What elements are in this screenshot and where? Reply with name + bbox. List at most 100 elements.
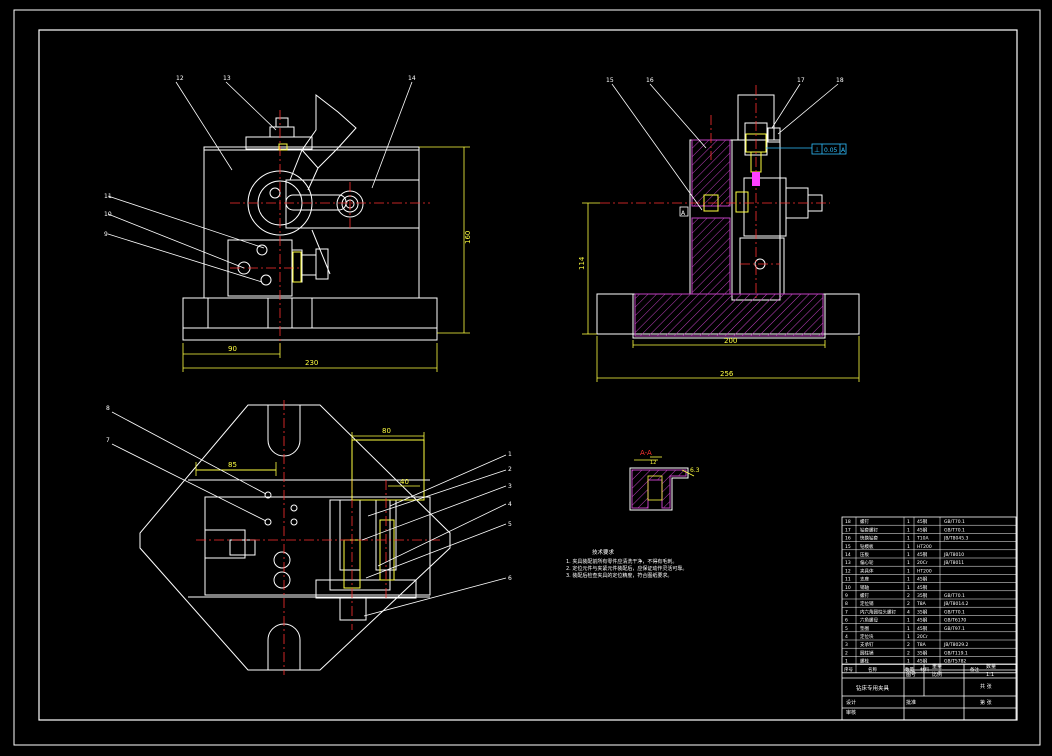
parts-row-standard: GB/T70.1 (944, 609, 965, 615)
balloon-5: 5 (508, 521, 512, 528)
parts-row-qty: 1 (907, 634, 910, 640)
parts-row-qty: 1 (907, 552, 910, 558)
parts-row-qty: 2 (907, 593, 910, 599)
dim-side-inner: 200 (724, 337, 737, 345)
tech-notes-title: 技术要求 (592, 548, 615, 556)
balloon-9: 9 (104, 231, 108, 238)
parts-row-name: 定位块 (860, 633, 874, 640)
side-center-lines (600, 85, 830, 300)
parts-row-no: 5 (845, 626, 848, 632)
parts-row-standard: JB/T8011 (943, 560, 964, 566)
parts-row-qty: 1 (907, 544, 910, 550)
balloon-2: 2 (508, 466, 512, 473)
dim-front-height: 160 (464, 231, 472, 244)
parts-row-name: 钻套螺钉 (860, 526, 878, 533)
parts-row-no: 18 (845, 519, 851, 525)
parts-row-name: 夹具体 (860, 567, 874, 574)
title-check: 审核 (846, 709, 856, 716)
dim-section-gap: 12 (650, 460, 656, 466)
datum-letter: A (681, 210, 686, 217)
parts-row-no: 15 (845, 544, 851, 550)
balloon-10: 10 (104, 211, 112, 218)
roughness-leader (681, 469, 695, 477)
parts-row-material: 35钢 (917, 649, 928, 656)
parts-row-standard: GB/T6170 (944, 618, 966, 624)
title-scale-label: 比例 (932, 671, 942, 678)
title-drawing-name: 钻床专用夹具 (856, 684, 890, 692)
dim-side-height: 114 (578, 256, 586, 270)
parts-row-material: T8A (916, 601, 927, 607)
parts-row-material: 45钢 (917, 551, 928, 558)
parts-row-name: 快换钻套 (860, 535, 878, 542)
parts-header-name: 名称 (868, 666, 877, 673)
title-weight: 重量 (932, 663, 942, 670)
title-block (841, 663, 1017, 721)
parts-row-no: 10 (845, 585, 851, 591)
outer-border (13, 9, 1041, 746)
balloon-3: 3 (508, 483, 512, 490)
parts-row-name: 定位销 (860, 600, 874, 607)
parts-row-no: 17 (845, 527, 851, 533)
tech-note-1: 1. 夹具装配前所有零件应清洗干净，不得有毛刺。 (566, 558, 677, 565)
balloon-16: 16 (646, 77, 654, 84)
parts-row-qty: 1 (907, 568, 910, 574)
parts-row-qty: 1 (907, 519, 910, 525)
parts-row-standard: GB/T5782 (944, 659, 966, 665)
title-sheet-no: 第 张 (980, 699, 992, 706)
parts-row-qty: 1 (907, 659, 910, 665)
balloon-6: 6 (508, 575, 512, 582)
parts-row-standard: GB/T70.1 (944, 519, 965, 525)
parts-row-no: 13 (845, 560, 851, 566)
balloon-18: 18 (836, 77, 844, 84)
parts-row-name: 内六角圆柱头螺钉 (860, 608, 896, 615)
parts-header-material: 材料 (920, 666, 929, 673)
parts-row-qty: 1 (907, 626, 910, 632)
parts-row-qty: 2 (907, 601, 910, 607)
dim-plan-top: 80 (382, 427, 391, 435)
side-hatch (634, 139, 824, 337)
parts-row-qty: 2 (907, 650, 910, 656)
balloon-7: 7 (106, 437, 110, 444)
parts-row-material: 45钢 (917, 576, 928, 583)
tolerance-value: 0.05 (824, 147, 838, 154)
parts-row-material: T8A (916, 642, 927, 648)
dim-side-width: 256 (720, 370, 734, 378)
parts-row-name: 圆柱销 (860, 649, 874, 656)
dim-front-width: 230 (305, 359, 318, 367)
parts-row-qty: 1 (907, 618, 910, 624)
parts-row-standard: JB/T8045.3 (943, 536, 969, 542)
parts-row-no: 16 (845, 536, 851, 542)
parts-row-standard: JB/T8014.2 (943, 601, 969, 607)
plan-dimensions (195, 432, 425, 500)
parts-row-no: 14 (845, 552, 851, 558)
section-view (634, 456, 662, 461)
parts-row-material: 45钢 (917, 584, 928, 591)
title-total-sheets: 共 张 (980, 683, 992, 690)
parts-row-qty: 1 (907, 560, 910, 566)
parts-row-no: 2 (845, 650, 848, 656)
balloon-17: 17 (797, 77, 805, 84)
section-hatch (631, 469, 687, 509)
parts-row-material: 45钢 (917, 526, 928, 533)
title-approve: 批准 (906, 699, 916, 706)
section-pin (647, 475, 663, 501)
balloon-8: 8 (106, 405, 110, 412)
balloon-12: 12 (176, 75, 184, 82)
balloon-14: 14 (408, 75, 416, 82)
dim-plan-left: 85 (228, 461, 237, 469)
parts-row-material: 45钢 (917, 658, 928, 665)
parts-header-qty: 数量 (905, 666, 914, 673)
parts-row-no: 12 (845, 568, 851, 574)
parts-row-standard: GB/T70.1 (944, 527, 965, 533)
parts-header-no: 序号 (844, 666, 853, 673)
dim-front-half: 90 (228, 345, 237, 353)
parts-row-material: 35钢 (917, 608, 928, 615)
parts-row-name: 压板 (860, 551, 869, 558)
parts-row-no: 4 (845, 634, 848, 640)
parts-row-name: 六角螺母 (860, 617, 878, 624)
tolerance-symbol: ⊥ (814, 146, 820, 154)
parts-row-name: 钻模板 (860, 543, 874, 550)
front-dimensions (182, 146, 470, 372)
